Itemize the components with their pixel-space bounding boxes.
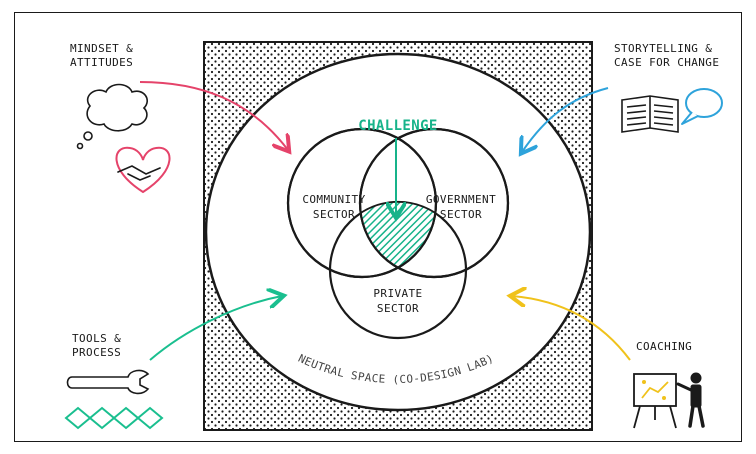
- storytelling-label-line1: STORYTELLING &: [614, 42, 713, 55]
- diamond-chain-icon: [64, 406, 164, 430]
- mindset-arrow: [139, 81, 288, 150]
- wrench-icon: [66, 369, 150, 395]
- government-sector-label-line2: SECTOR: [440, 208, 482, 221]
- coaching-label-line1: COACHING: [636, 340, 693, 353]
- storytelling-label-line2: CASE FOR CHANGE: [614, 56, 720, 69]
- private-sector-label-line1: PRIVATE: [373, 287, 422, 300]
- open-book-icon: [621, 95, 679, 133]
- storytelling-label: STORYTELLING & CASE FOR CHANGE: [614, 42, 719, 70]
- private-sector-label-line2: SECTOR: [377, 302, 419, 315]
- mindset-attitudes-label: MINDSET & ATTITUDES: [70, 42, 133, 70]
- tools-arrow: [149, 296, 282, 361]
- speech-bubble-icon: [681, 88, 723, 125]
- easel-board-icon: [633, 373, 677, 429]
- heart-handshake-icon: [115, 146, 171, 194]
- storytelling-arrow: [522, 87, 609, 152]
- coaching-label: COACHING: [636, 340, 692, 354]
- government-sector-label-line1: GOVERNMENT: [426, 193, 496, 206]
- coaching-arrow: [512, 296, 631, 361]
- mindset-label-line2: ATTITUDES: [70, 56, 134, 69]
- community-sector-label-line2: SECTOR: [313, 208, 355, 221]
- tools-process-label: TOOLS & PROCESS: [72, 332, 121, 360]
- challenge-label: CHALLENGE: [358, 118, 437, 134]
- community-sector-label-line1: COMMUNITY: [302, 193, 365, 206]
- tools-label-line1: TOOLS &: [72, 332, 122, 345]
- presenter-figure-icon: [676, 372, 705, 428]
- tools-label-line2: PROCESS: [72, 346, 122, 359]
- mindset-label-line1: MINDSET &: [70, 42, 134, 55]
- thought-cloud-icon: [76, 83, 148, 150]
